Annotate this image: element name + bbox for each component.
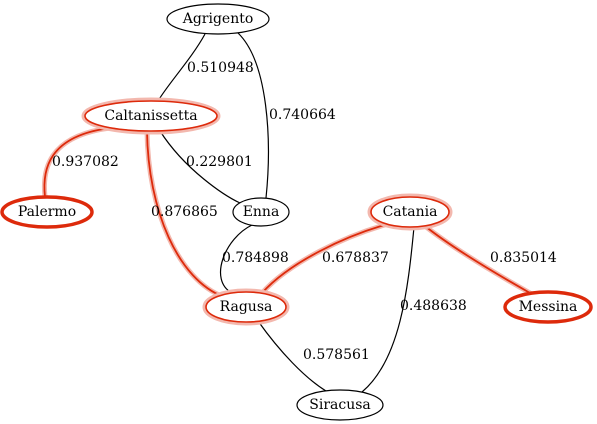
edge-enna-ragusa: 0.784898 [219, 224, 289, 294]
node-halo [202, 288, 290, 326]
node-label: Messina [519, 299, 578, 315]
node-enna[interactable]: Enna [232, 197, 290, 227]
node-halo [367, 193, 453, 231]
edge-weight-label: 0.784898 [222, 250, 289, 266]
node-label: Palermo [18, 204, 76, 220]
node-shape-endpoint [503, 290, 593, 324]
edge-weight-label: 0.678837 [322, 250, 389, 266]
edge-agrigento-enna: 0.740664 [237, 32, 336, 199]
edge-line [219, 224, 253, 294]
node-catania[interactable]: Catania [367, 193, 453, 231]
node-label: Siracusa [309, 397, 371, 413]
edge-line-highlighted [146, 130, 225, 298]
edge-weight-label: 0.835014 [490, 250, 557, 266]
edge-weight-label: 0.229801 [186, 154, 253, 170]
node-shape [232, 197, 290, 227]
node-shape-on-path [370, 196, 450, 228]
node-halo [81, 97, 221, 135]
edge-catania-ragusa: 0.678837 [259, 221, 391, 296]
edge-ragusa-siracusa: 0.578561 [257, 320, 370, 392]
edge-line [361, 226, 415, 393]
edge-catania-messina: 0.835014 [422, 223, 557, 296]
node-shape-on-path [84, 100, 218, 132]
edge-caltanissetta-ragusa: 0.876865 [144, 128, 227, 300]
edge-caltanissetta-enna: 0.229801 [159, 130, 253, 204]
node-shape-endpoint [0, 195, 94, 229]
edge-weight-label: 0.488638 [400, 298, 467, 314]
edge-catania-siracusa: 0.488638 [361, 226, 467, 393]
node-label: Agrigento [182, 11, 254, 27]
edge-line-highlighted [261, 223, 389, 294]
node-label: Enna [243, 204, 280, 220]
edge-caltanissetta-palermo: 0.937082 [41, 125, 119, 200]
node-messina[interactable]: Messina [503, 290, 593, 324]
node-caltanissetta[interactable]: Caltanissetta [81, 97, 221, 135]
edge-line [257, 320, 327, 392]
node-label: Ragusa [220, 299, 273, 315]
node-agrigento[interactable]: Agrigento [166, 3, 270, 35]
node-shape [296, 389, 384, 421]
edge-weight-label: 0.876865 [151, 204, 218, 220]
edge-line [157, 33, 206, 102]
node-shape [166, 3, 270, 35]
edge-weight-label: 0.937082 [52, 154, 119, 170]
node-ragusa[interactable]: Ragusa [202, 288, 290, 326]
edge-line [159, 130, 241, 204]
node-shape-on-path [205, 291, 287, 323]
edge-weight-label: 0.578561 [303, 347, 370, 363]
node-palermo[interactable]: Palermo [0, 195, 94, 229]
edge-line-highlighted [424, 225, 531, 294]
node-label: Caltanissetta [104, 108, 197, 124]
node-siracusa[interactable]: Siracusa [296, 389, 384, 421]
edge-weight-label: 0.510948 [187, 60, 254, 76]
edge-weight-label: 0.740664 [269, 107, 336, 123]
edge-line [237, 32, 269, 199]
edge-line-highlighted [43, 127, 111, 198]
edge-agrigento-caltanissetta: 0.510948 [157, 33, 254, 102]
edges-layer: 0.510948 0.740664 0.937082 0.229801 0.876865… [41, 32, 557, 393]
node-label: Catania [383, 204, 438, 220]
